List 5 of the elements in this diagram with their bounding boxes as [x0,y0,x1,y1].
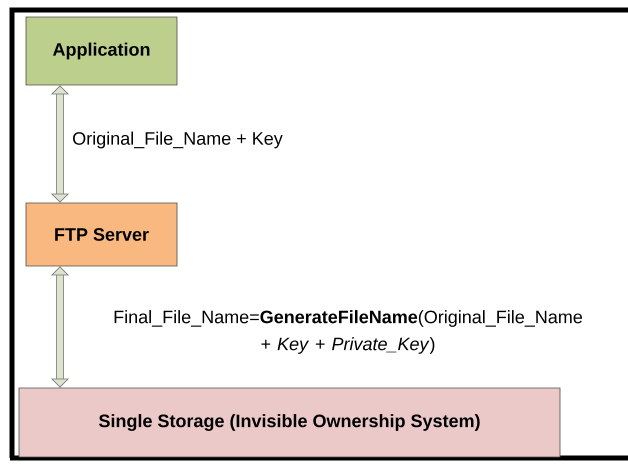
edge-label: Original_File_Name + Key [73,132,283,148]
process-box: Single Storage (Invisible Ownership System) [18,388,560,458]
process-box: Application [26,16,178,86]
edge-label: Final_File_Name=GenerateFileName(Original_File_Name + Key + Private_Key) [114,310,582,354]
process-box: FTP Server [26,202,178,266]
